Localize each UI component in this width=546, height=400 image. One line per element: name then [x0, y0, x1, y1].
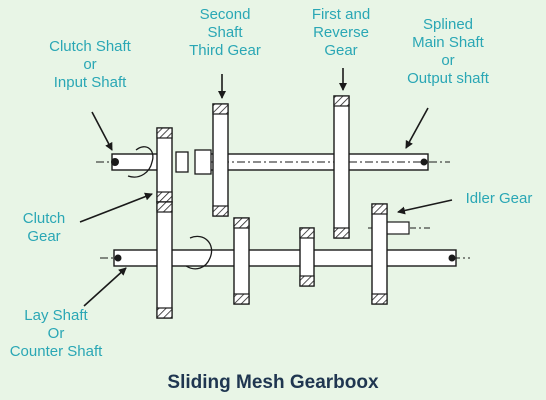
- third-gear: [212, 103, 229, 217]
- arrow-idler-gear: [397, 199, 453, 215]
- first-reverse-gear: [333, 95, 350, 239]
- label-idler-gear: Idler Gear: [465, 190, 533, 207]
- lay-shaft: [100, 235, 470, 270]
- clutch-gear: [156, 127, 173, 203]
- main-shaft: [204, 153, 450, 171]
- label-second-shaft: Second Shaft Third Gear: [189, 6, 261, 59]
- idler-gear: [371, 203, 388, 305]
- arrow-lay-shaft: [83, 267, 127, 307]
- arrow-clutch-shaft: [91, 111, 113, 151]
- label-first-reverse: First and Reverse Gear: [311, 6, 371, 59]
- label-clutch-gear: Clutch Gear: [22, 210, 66, 245]
- counter-gear-2: [233, 217, 250, 305]
- label-clutch-shaft: Clutch Shaft or Input Shaft: [49, 38, 131, 91]
- arrow-splined-main: [405, 107, 429, 149]
- label-splined-main-shaft: Splined Main Shaft or Output shaft: [407, 16, 489, 87]
- label-lay-shaft: Lay Shaft Or Counter Shaft: [9, 307, 103, 360]
- leader-arrows: [79, 68, 453, 307]
- input-shaft: [96, 146, 161, 178]
- dog-clutch: [175, 149, 212, 175]
- diagram-caption: Sliding Mesh Gearboox: [167, 372, 379, 393]
- arrow-clutch-gear: [79, 192, 153, 223]
- counter-gear-3: [299, 227, 315, 287]
- counter-gear-1: [156, 201, 173, 319]
